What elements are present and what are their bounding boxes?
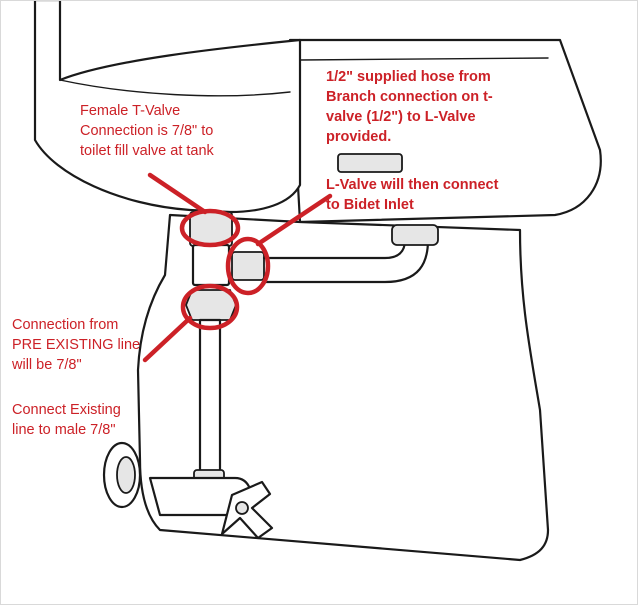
existing-supply-line bbox=[198, 318, 222, 474]
toilet-lid bbox=[288, 38, 602, 224]
label-half-inch-hose: 1/2" supplied hose from Branch connectio… bbox=[326, 69, 493, 145]
t-valve-branch bbox=[231, 251, 265, 281]
callout-circle-bottom-nut bbox=[180, 283, 240, 331]
label-lvalve-bidet: L-Valve will then connect to Bidet Inlet bbox=[326, 177, 499, 213]
wall-flange-inner bbox=[116, 456, 136, 494]
l-valve-icon bbox=[391, 224, 439, 246]
lid-edge-line bbox=[299, 57, 549, 61]
callout-circle-branch bbox=[225, 236, 271, 296]
label-connect-existing: Connect Existing line to male 7/8" bbox=[12, 402, 121, 438]
tank-rim-line bbox=[59, 79, 291, 97]
shutoff-handle-hub bbox=[235, 501, 249, 515]
toilet-tank bbox=[33, 0, 302, 214]
label-female-tvalve: Female T-Valve Connection is 7/8" to toi… bbox=[80, 103, 214, 159]
pedestal-base-line bbox=[159, 529, 521, 561]
leader-female-tvalve bbox=[147, 172, 208, 215]
seat-control-box bbox=[337, 153, 403, 173]
leader-branch-to-label bbox=[255, 193, 333, 247]
label-pre-existing: Connection from PRE EXISTING line will b… bbox=[12, 317, 141, 373]
t-valve-body bbox=[191, 243, 231, 287]
callout-circle-tvalve-top bbox=[179, 208, 241, 248]
leader-pre-existing bbox=[142, 315, 193, 363]
